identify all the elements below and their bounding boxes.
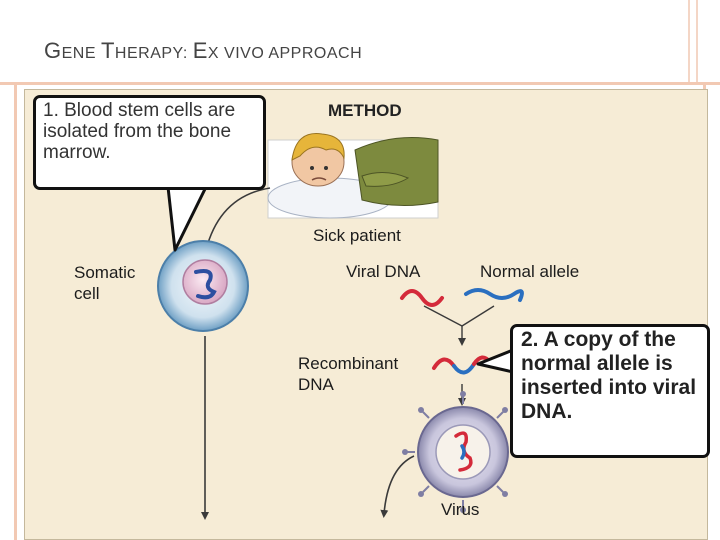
decor-line bbox=[696, 0, 698, 82]
sick-patient-label: Sick patient bbox=[313, 226, 401, 245]
virus-dna-blue bbox=[460, 444, 466, 460]
eye bbox=[310, 166, 314, 170]
recombinant-viral-segment bbox=[432, 357, 456, 370]
slide-title: Gene Therapy: Ex vivo approach bbox=[44, 38, 363, 63]
normal-allele-label: Normal allele bbox=[480, 262, 580, 281]
viral-dna-strand bbox=[400, 289, 444, 307]
decor-line bbox=[688, 0, 690, 82]
blanket bbox=[354, 137, 439, 207]
virus-label: Virus bbox=[441, 500, 480, 519]
patient-hair bbox=[291, 133, 345, 161]
somatic-cell bbox=[157, 240, 249, 332]
eye bbox=[324, 166, 328, 170]
arrow-merge-left bbox=[423, 305, 463, 327]
cell-nucleus bbox=[182, 259, 228, 305]
chromosome bbox=[194, 269, 217, 300]
step1-callout: 1. Blood stem cells are isolated from th… bbox=[33, 95, 266, 190]
method-label: METHOD bbox=[328, 101, 402, 120]
arrow-merge-right bbox=[461, 305, 495, 327]
left-rule bbox=[14, 82, 17, 540]
mouth bbox=[311, 177, 327, 181]
arrow-patient-to-cell bbox=[203, 187, 271, 254]
step2-callout: 2. A copy of the normal allele is insert… bbox=[510, 324, 710, 458]
header-rule bbox=[0, 82, 720, 85]
callout2-pointer bbox=[476, 348, 515, 374]
arm bbox=[361, 172, 410, 187]
step1-text: 1. Blood stem cells are isolated from th… bbox=[43, 100, 236, 163]
recombinant-dna-label: Recombinant DNA bbox=[298, 354, 399, 394]
sick-patient-illustration bbox=[267, 133, 439, 219]
somatic-cell-label: Somatic cell bbox=[74, 263, 136, 303]
arrow-virus-out bbox=[380, 455, 415, 518]
viral-dna-label: Viral DNA bbox=[346, 262, 421, 281]
step2-text: 2. A copy of the normal allele is insert… bbox=[521, 328, 697, 423]
recombinant-allele-segment bbox=[452, 362, 476, 375]
virus-particle bbox=[402, 391, 524, 513]
normal-allele-strand bbox=[464, 288, 524, 302]
